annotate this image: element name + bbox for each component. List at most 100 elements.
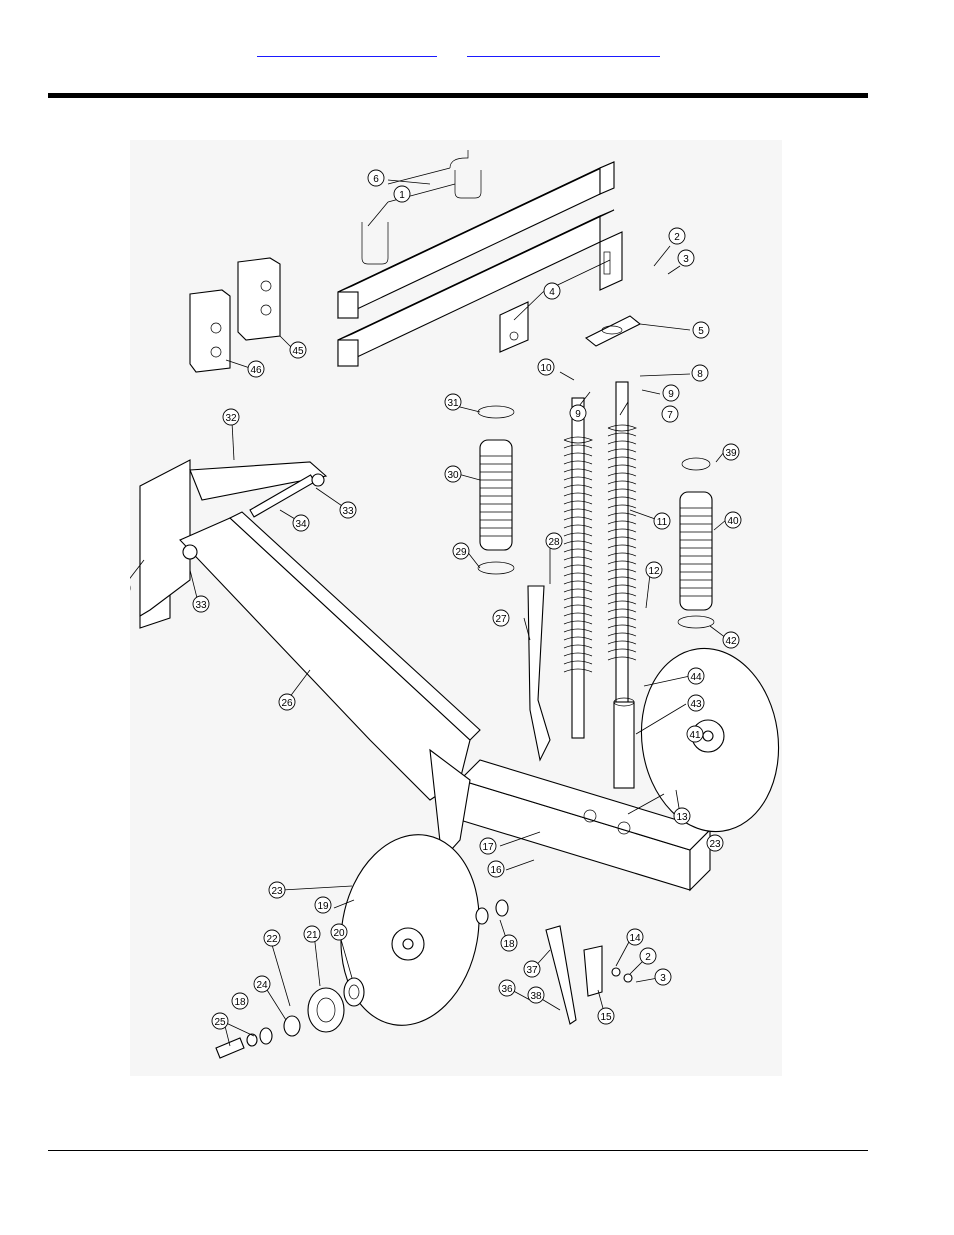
svg-text:40: 40 — [727, 516, 739, 527]
svg-text:13: 13 — [676, 812, 688, 823]
callout-45: 45 — [289, 341, 307, 359]
callout-12: 12 — [645, 561, 663, 579]
callout-8: 8 — [691, 364, 709, 382]
hub-assembly — [215, 899, 509, 1059]
svg-text:12: 12 — [648, 566, 660, 577]
svg-text:8: 8 — [697, 369, 703, 380]
callout-36: 36 — [498, 979, 516, 997]
down-pressure-springs — [563, 381, 637, 763]
svg-text:46: 46 — [250, 365, 262, 376]
callout-25: 25 — [211, 1012, 229, 1030]
callout-4: 4 — [543, 282, 561, 300]
callout-3b: 3 — [654, 968, 672, 986]
callout-26: 26 — [278, 693, 296, 711]
callout-3: 3 — [677, 249, 695, 267]
svg-text:5: 5 — [698, 326, 704, 337]
svg-text:23: 23 — [709, 839, 721, 850]
callout-39: 39 — [722, 443, 740, 461]
callout-40: 40 — [724, 511, 742, 529]
leader-lines — [130, 167, 727, 1047]
u-bolts — [361, 150, 482, 265]
svg-text:44: 44 — [690, 672, 702, 683]
svg-text:1: 1 — [399, 190, 405, 201]
svg-text:43: 43 — [690, 699, 702, 710]
svg-text:31: 31 — [447, 398, 459, 409]
loose-plates — [189, 257, 281, 373]
mount-brackets — [499, 231, 642, 353]
svg-text:3: 3 — [683, 254, 689, 265]
svg-text:21: 21 — [306, 930, 318, 941]
callout-17: 17 — [479, 837, 497, 855]
callout-10: 10 — [537, 358, 555, 376]
callout-33a: 33 — [339, 501, 357, 519]
callout-37: 37 — [523, 960, 541, 978]
callout-31: 31 — [444, 393, 462, 411]
callout-9b: 9 — [569, 404, 587, 422]
callout-44: 44 — [687, 667, 705, 685]
callout-2b: 2 — [639, 947, 657, 965]
callout-7: 7 — [661, 405, 679, 423]
callout-46: 46 — [247, 360, 265, 378]
svg-text:38: 38 — [530, 991, 542, 1002]
svg-text:39: 39 — [725, 448, 737, 459]
callout-30: 30 — [444, 465, 462, 483]
svg-text:18: 18 — [503, 939, 515, 950]
opener-discs — [340, 647, 780, 1026]
svg-text:28: 28 — [548, 537, 560, 548]
svg-text:10: 10 — [540, 363, 552, 374]
header-link-1[interactable] — [257, 42, 437, 57]
callout-27: 27 — [492, 609, 510, 627]
callout-43: 43 — [687, 694, 705, 712]
callout-29: 29 — [452, 542, 470, 560]
exploded-parts-diagram: 1 2 3 4 5 6 7 8 9 9 10 11 12 13 14 2 3 1… — [130, 140, 782, 1076]
svg-text:18: 18 — [234, 997, 246, 1008]
svg-text:33: 33 — [342, 506, 354, 517]
svg-text:23: 23 — [271, 886, 283, 897]
callout-2: 2 — [668, 227, 686, 245]
svg-text:41: 41 — [689, 730, 701, 741]
dust-boots — [477, 405, 715, 629]
callout-33b: 33 — [192, 595, 210, 613]
svg-text:3: 3 — [660, 973, 666, 984]
callout-5: 5 — [692, 321, 710, 339]
svg-text:4: 4 — [549, 287, 555, 298]
svg-text:19: 19 — [317, 901, 329, 912]
callout-1: 1 — [393, 185, 411, 203]
callout-38: 38 — [527, 986, 545, 1004]
svg-text:22: 22 — [266, 934, 278, 945]
svg-text:32: 32 — [225, 413, 237, 424]
callout-19: 19 — [314, 896, 332, 914]
callout-6: 6 — [367, 169, 385, 187]
callout-41: 41 — [686, 725, 704, 743]
callout-42: 42 — [722, 631, 740, 649]
svg-text:9: 9 — [575, 409, 581, 420]
toolbar-tubes — [337, 161, 615, 367]
svg-text:37: 37 — [526, 965, 538, 976]
svg-text:29: 29 — [455, 547, 467, 558]
svg-text:27: 27 — [495, 614, 507, 625]
svg-text:2: 2 — [645, 952, 651, 963]
callout-24: 24 — [253, 975, 271, 993]
header-link-2[interactable] — [467, 42, 660, 57]
parts-drawing: 1 2 3 4 5 6 7 8 9 9 10 11 12 13 14 2 3 1… — [130, 140, 782, 1076]
svg-text:14: 14 — [629, 933, 641, 944]
svg-text:45: 45 — [292, 346, 304, 357]
callout-14: 14 — [626, 928, 644, 946]
footer-rule — [48, 1150, 868, 1151]
svg-text:9: 9 — [668, 389, 674, 400]
seed-tubes — [527, 585, 635, 789]
svg-text:6: 6 — [373, 174, 379, 185]
parallel-linkage — [139, 459, 481, 801]
header-rule — [48, 93, 868, 98]
svg-text:2: 2 — [674, 232, 680, 243]
svg-text:36: 36 — [501, 984, 513, 995]
callout-20: 20 — [330, 923, 348, 941]
svg-text:11: 11 — [657, 517, 668, 528]
svg-text:33: 33 — [195, 600, 207, 611]
callout-11: 11 — [653, 512, 671, 530]
callout-23a: 23 — [706, 834, 724, 852]
svg-text:24: 24 — [256, 980, 268, 991]
callout-21: 21 — [303, 925, 321, 943]
svg-text:25: 25 — [214, 1017, 226, 1028]
callout-18a: 18 — [500, 934, 518, 952]
